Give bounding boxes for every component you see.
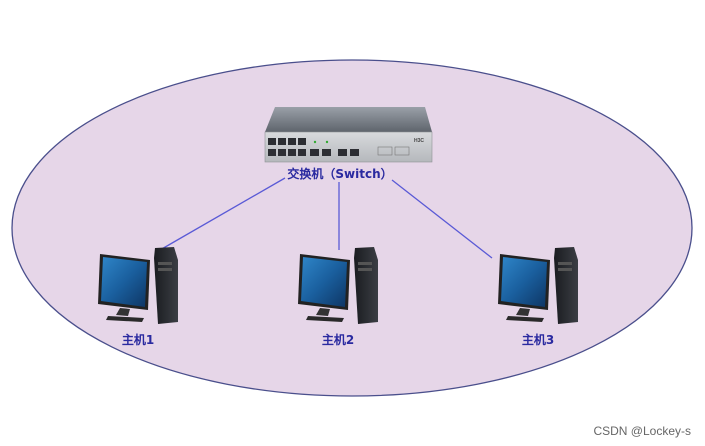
switch-label: 交换机（Switch） (287, 167, 393, 181)
watermark: CSDN @Lockey-s (593, 424, 691, 438)
host1-computer-icon (98, 247, 178, 324)
link-host1 (159, 177, 286, 251)
host3-label: 主机3 (521, 333, 555, 347)
host3-computer-icon (498, 247, 578, 324)
switch-brand-label: H3C (414, 138, 424, 144)
switch-device-icon: H3C (264, 107, 433, 163)
host2-computer-icon (298, 247, 378, 324)
host1-label: 主机1 (121, 333, 155, 347)
link-host3 (391, 179, 493, 259)
host2-label: 主机2 (321, 333, 355, 347)
